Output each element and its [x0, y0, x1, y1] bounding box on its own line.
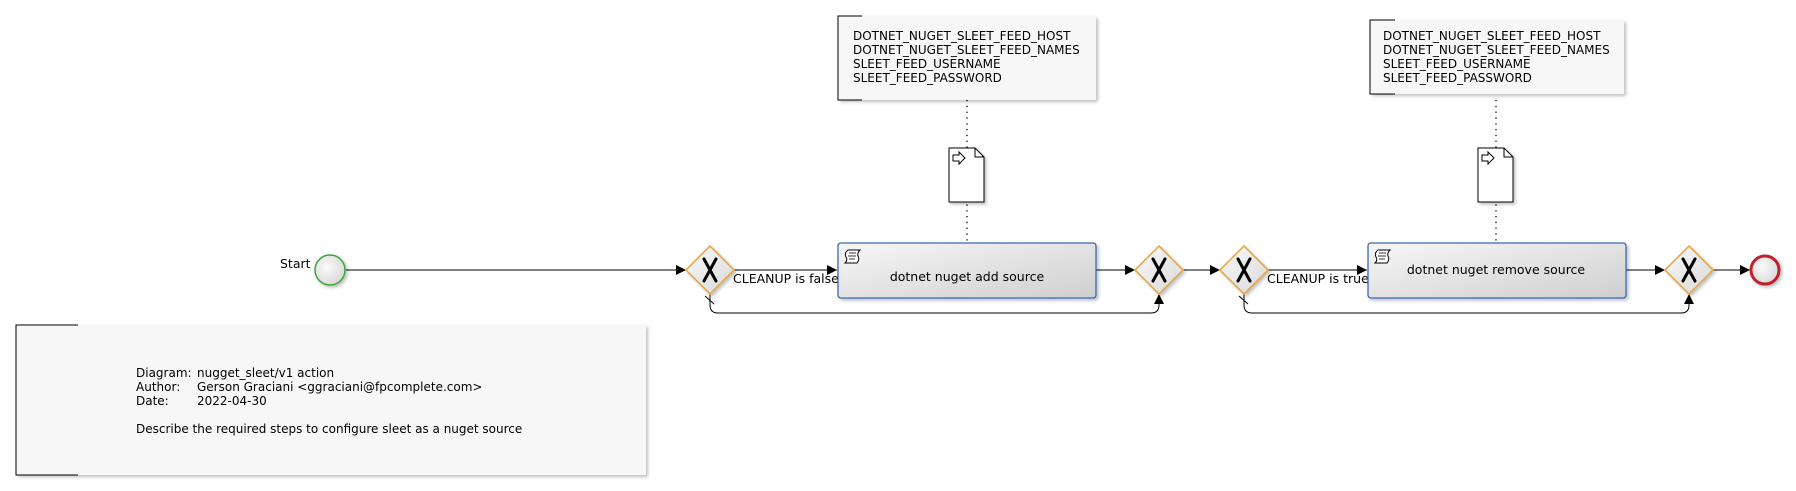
- info-description: Describe the required steps to configure…: [136, 422, 522, 436]
- info-author-value: Gerson Graciani <ggraciani@fpcomplete.co…: [197, 380, 482, 394]
- start-event: [314, 254, 346, 286]
- annotation-remove: DOTNET_NUGET_SLEET_FEED_HOST DOTNET_NUGE…: [1369, 19, 1624, 95]
- exclusive-x-icon: [1236, 257, 1252, 283]
- annotation-add: DOTNET_NUGET_SLEET_FEED_HOST DOTNET_NUGE…: [837, 15, 1096, 101]
- exclusive-gateway-join-1: [1133, 244, 1185, 296]
- condition-label-true: CLEANUP is true: [1267, 271, 1369, 286]
- info-diagram-label: Diagram:: [136, 366, 192, 380]
- info-diagram-value: nugget_sleet/v1 action: [197, 366, 334, 380]
- info-author-label: Author:: [136, 380, 180, 394]
- annotation-line: DOTNET_NUGET_SLEET_FEED_NAMES: [1383, 43, 1610, 57]
- exclusive-x-icon: [1151, 257, 1167, 283]
- script-icon: [843, 249, 862, 264]
- flow-skip-remove: [1243, 294, 1694, 314]
- condition-label-false: CLEANUP is false: [733, 271, 839, 286]
- annotation-line: DOTNET_NUGET_SLEET_FEED_NAMES: [853, 43, 1080, 57]
- annotation-line: SLEET_FEED_PASSWORD: [1383, 71, 1532, 85]
- flow-default-marker-2: [1238, 295, 1249, 305]
- end-event: [1749, 254, 1781, 286]
- input-arrow-icon: [1481, 150, 1495, 166]
- annotation-line: SLEET_FEED_USERNAME: [1383, 57, 1531, 71]
- annotation-line: SLEET_FEED_PASSWORD: [853, 71, 1002, 85]
- script-task-add-source: [837, 242, 1097, 299]
- exclusive-gateway-split-2: [1218, 244, 1270, 296]
- annotation-line: DOTNET_NUGET_SLEET_FEED_HOST: [853, 29, 1071, 43]
- annotation-line: DOTNET_NUGET_SLEET_FEED_HOST: [1383, 29, 1601, 43]
- annotation-line: SLEET_FEED_USERNAME: [853, 57, 1001, 71]
- exclusive-x-icon: [1681, 257, 1697, 283]
- task-add-label: dotnet nuget add source: [890, 269, 1045, 284]
- script-task-remove-source: [1367, 242, 1627, 299]
- exclusive-gateway-split-1: [684, 244, 736, 296]
- flow-skip-add: [709, 294, 1164, 314]
- info-date-value: 2022-04-30: [197, 394, 267, 408]
- input-arrow-icon: [952, 150, 966, 166]
- start-event-label: Start: [280, 256, 311, 271]
- script-icon: [1373, 249, 1392, 264]
- exclusive-gateway-join-2: [1663, 244, 1715, 296]
- flow-default-marker-1: [704, 295, 715, 305]
- task-remove-label: dotnet nuget remove source: [1407, 262, 1586, 277]
- exclusive-x-icon: [702, 257, 718, 283]
- info-annotation: Diagram: nugget_sleet/v1 action Author: …: [15, 324, 646, 476]
- info-date-label: Date:: [136, 394, 169, 408]
